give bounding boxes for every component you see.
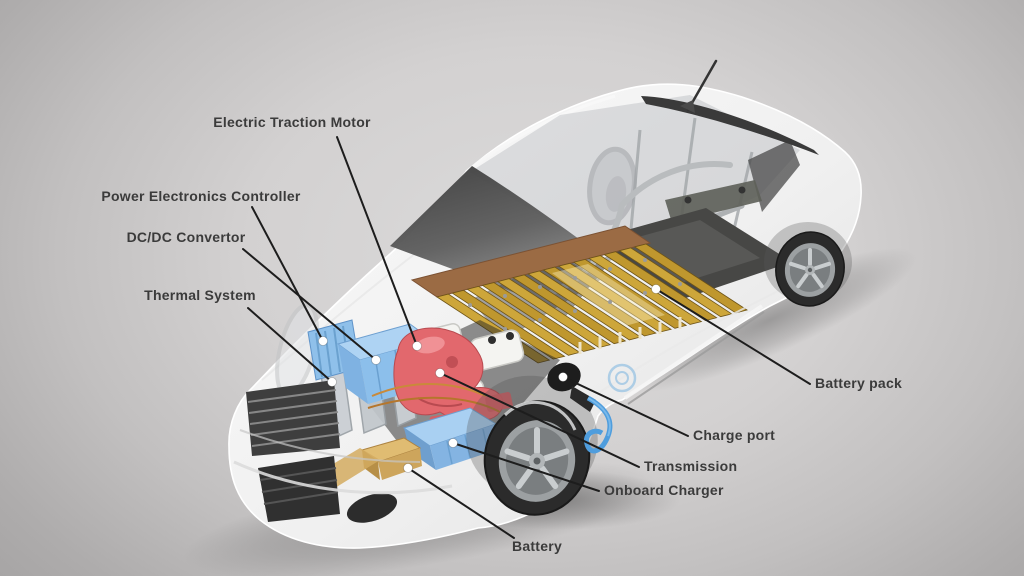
antenna-icon	[680, 59, 718, 113]
rear-wheel	[775, 231, 845, 307]
grille-lower	[258, 456, 340, 522]
callout-dot-onboard-charger	[448, 438, 458, 448]
callout-dot-battery	[403, 463, 413, 473]
battery-cell-row	[542, 266, 657, 337]
front-wheel	[483, 400, 591, 516]
windshield	[390, 166, 610, 316]
battery-cap-row	[410, 225, 652, 298]
callout-line-thermal-system	[247, 307, 333, 383]
rear-quarter-glass	[748, 140, 800, 212]
battery-cell-row	[481, 282, 596, 352]
charge-cable	[583, 395, 613, 454]
battery-pack	[410, 225, 748, 364]
callout-line-electric-traction-motor	[336, 136, 418, 347]
wheel-spokes	[504, 427, 570, 490]
battery-cell-row	[496, 278, 612, 349]
rocker-sill	[599, 279, 801, 405]
rear-window	[641, 96, 819, 155]
callout-line-charge-port	[562, 376, 689, 437]
battery-cell-row	[588, 255, 703, 325]
battery-cell-row	[633, 243, 748, 314]
battery-cell-row	[512, 274, 627, 345]
callout-layer	[242, 136, 811, 539]
callout-line-transmission	[439, 372, 640, 468]
callout-dot-power-electronics-controller	[318, 336, 328, 346]
callout-line-power-electronics-controller	[251, 206, 324, 342]
callout-line-dcdc-convertor	[242, 248, 377, 361]
callout-dot-electric-traction-motor	[412, 341, 422, 351]
battery-highlight	[552, 264, 665, 326]
battery-cell-rows	[436, 243, 748, 364]
wiring-harness	[367, 383, 501, 413]
callout-dot-dcdc-convertor	[371, 355, 381, 365]
bumper-crease	[233, 460, 453, 495]
battery-terminals	[468, 258, 682, 331]
battery-cell-row	[557, 262, 672, 333]
callout-line-onboard-charger	[452, 442, 600, 492]
callout-dot-battery-pack	[651, 284, 661, 294]
callout-line-battery	[407, 467, 515, 539]
fog-lamp	[346, 493, 398, 523]
callout-line-battery-pack	[655, 288, 811, 385]
sill-decal	[607, 363, 637, 393]
callout-dot-thermal-system	[327, 377, 337, 387]
callout-dot-transmission	[435, 368, 445, 378]
battery-pale-fins	[578, 317, 682, 354]
bumper-crease-2	[239, 429, 421, 463]
front-fascia	[233, 380, 453, 523]
callout-dot-charge-port	[558, 372, 568, 382]
battery-cell-row	[572, 258, 688, 329]
